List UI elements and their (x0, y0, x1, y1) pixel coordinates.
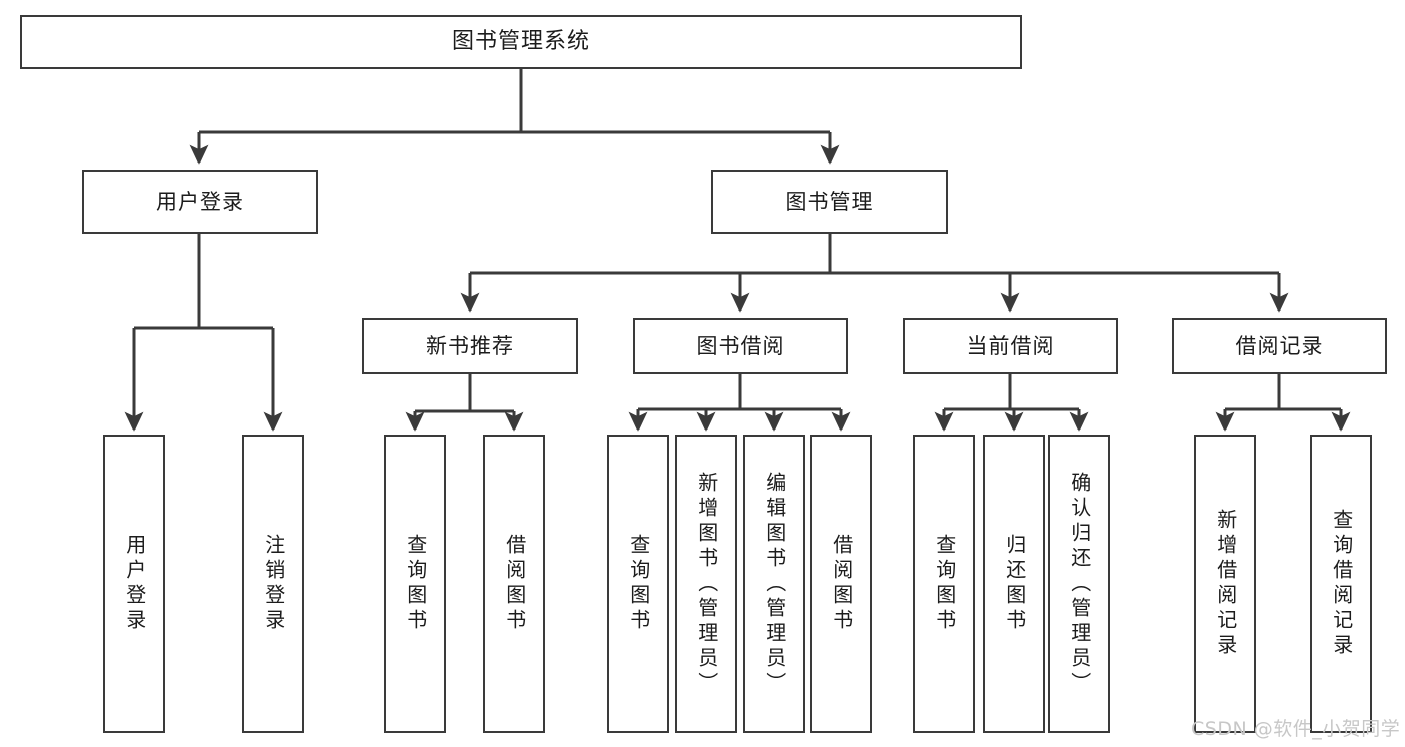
node-label: 确认归还（管理员） (1067, 471, 1092, 697)
leaf-logout[interactable]: 注销登录 (242, 435, 304, 733)
node-root-book-management-system[interactable]: 图书管理系统 (20, 15, 1022, 69)
leaf-query-borrow-record[interactable]: 查询借阅记录 (1310, 435, 1372, 733)
leaf-add-book-admin[interactable]: 新增图书（管理员） (675, 435, 737, 733)
node-label: 图书管理系统 (451, 29, 590, 55)
node-label: 借阅图书 (829, 534, 854, 634)
leaf-query-book-current[interactable]: 查询图书 (913, 435, 975, 733)
leaf-query-book-recommend[interactable]: 查询图书 (384, 435, 446, 733)
node-label: 借阅图书 (502, 534, 527, 634)
leaf-confirm-return-admin[interactable]: 确认归还（管理员） (1048, 435, 1110, 733)
node-label: 查询图书 (403, 534, 428, 634)
node-label: 新书推荐 (426, 333, 514, 358)
leaf-query-book-borrow[interactable]: 查询图书 (607, 435, 669, 733)
node-label: 注销登录 (261, 534, 286, 634)
node-new-book-recommend[interactable]: 新书推荐 (362, 318, 578, 374)
node-borrow-record[interactable]: 借阅记录 (1172, 318, 1387, 374)
node-label: 编辑图书（管理员） (762, 471, 787, 697)
node-current-borrow[interactable]: 当前借阅 (903, 318, 1118, 374)
node-label: 当前借阅 (966, 333, 1055, 358)
node-label: 归还图书 (1002, 534, 1027, 634)
leaf-edit-book-admin[interactable]: 编辑图书（管理员） (743, 435, 805, 733)
node-book-borrow[interactable]: 图书借阅 (633, 318, 848, 374)
csdn-watermark: CSDN @软件_小贺同学 (1191, 718, 1401, 740)
node-label: 借阅记录 (1235, 333, 1324, 358)
node-book-management[interactable]: 图书管理 (711, 170, 948, 234)
node-label: 新增借阅记录 (1213, 509, 1238, 659)
leaf-user-login[interactable]: 用户登录 (103, 435, 165, 733)
leaf-borrow-book-recommend[interactable]: 借阅图书 (483, 435, 545, 733)
leaf-return-book[interactable]: 归还图书 (983, 435, 1045, 733)
node-label: 图书借阅 (696, 333, 785, 358)
node-label: 查询图书 (932, 534, 957, 634)
node-label: 新增图书（管理员） (694, 471, 719, 697)
leaf-borrow-book[interactable]: 借阅图书 (810, 435, 872, 733)
node-user-login[interactable]: 用户登录 (82, 170, 318, 234)
node-label: 查询图书 (626, 534, 651, 634)
node-label: 用户登录 (156, 189, 244, 214)
leaf-add-borrow-record[interactable]: 新增借阅记录 (1194, 435, 1256, 733)
node-label: 用户登录 (122, 534, 147, 634)
node-label: 图书管理 (785, 189, 874, 214)
node-label: 查询借阅记录 (1329, 509, 1354, 659)
